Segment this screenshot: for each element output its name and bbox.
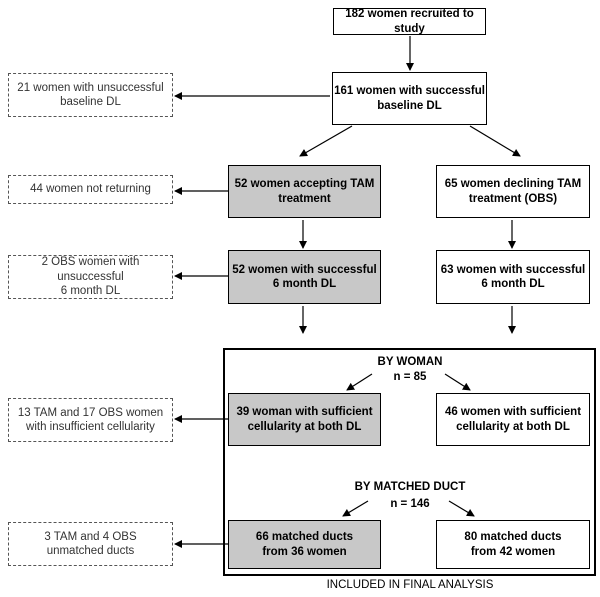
arrow-baseline-to-tam [299, 125, 353, 157]
insufficient-cellularity-box: 13 TAM and 17 OBS women with insufficien… [8, 398, 173, 442]
n-duct-label: n = 146 [390, 498, 430, 510]
unmatched-ducts-box: 3 TAM and 4 OBS unmatched ducts [8, 522, 173, 566]
arrow-woman-left [346, 373, 373, 391]
unsuccessful-baseline-box: 21 women with unsuccessful baseline DL [8, 73, 173, 117]
final-analysis-label: INCLUDED IN FINAL ANALYSIS [326, 579, 494, 591]
accepting-tam-box: 52 women accepting TAM treatment [228, 165, 381, 218]
tam-matched-ducts-box: 66 matched ducts from 36 women [228, 520, 381, 569]
successful-baseline-box: 161 women with successful baseline DL [332, 72, 487, 125]
tam-successful-6m-box: 52 women with successful 6 month DL [228, 250, 381, 304]
final-analysis-frame [223, 348, 596, 576]
arrow-baseline-to-obs [469, 125, 521, 157]
n-woman-label: n = 85 [393, 371, 427, 383]
arrow-duct-right [448, 500, 475, 517]
declining-tam-box: 65 women declining TAM treatment (OBS) [436, 165, 590, 218]
obs-sufficient-box: 46 women with sufficient cellularity at … [436, 393, 590, 446]
recruited-box: 182 women recruited to study [333, 8, 486, 35]
arrow-duct-left [342, 500, 369, 517]
by-duct-label: BY MATCHED DUCT [354, 481, 466, 493]
obs-unsuccessful-6m-box: 2 OBS women with unsuccessful 6 month DL [8, 255, 173, 299]
tam-sufficient-box: 39 woman with sufficient cellularity at … [228, 393, 381, 446]
obs-successful-6m-box: 63 women with successful 6 month DL [436, 250, 590, 304]
by-woman-label: BY WOMAN [377, 356, 443, 368]
not-returning-box: 44 women not returning [8, 175, 173, 204]
obs-matched-ducts-box: 80 matched ducts from 42 women [436, 520, 590, 569]
arrow-woman-right [444, 373, 471, 391]
